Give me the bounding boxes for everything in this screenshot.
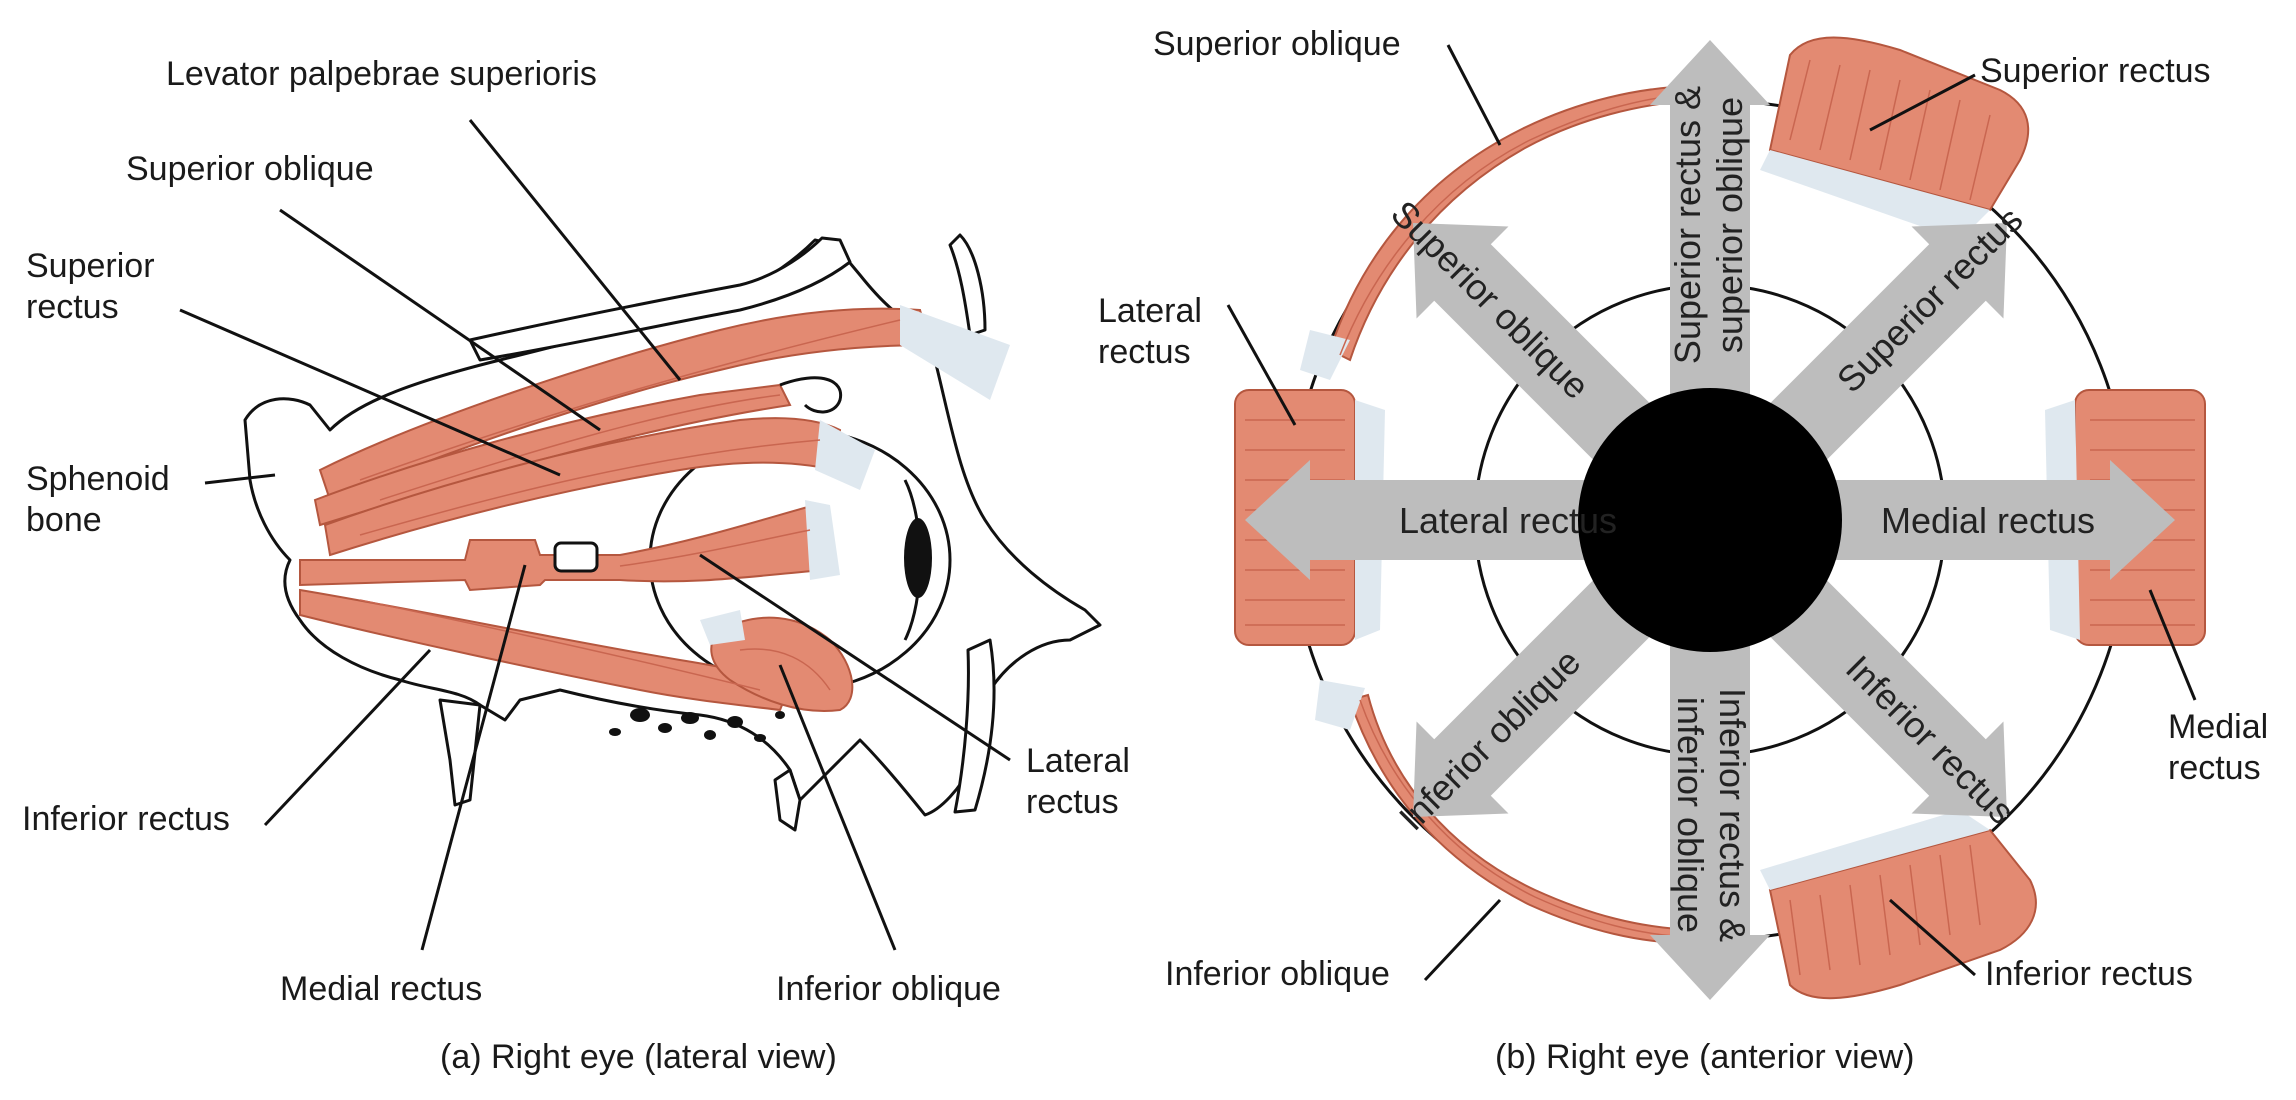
label-inferior-rectus-a: Inferior rectus xyxy=(22,800,230,838)
label-superior-rectus-b: Superior rectus xyxy=(1980,52,2211,90)
leader-superior-rectus-a xyxy=(179,308,561,477)
leader-medial-rectus-b xyxy=(2148,589,2197,701)
label-inferior-oblique-b: Inferior oblique xyxy=(1165,955,1390,993)
panel-a-leader-lines xyxy=(179,119,1011,951)
caption-panel-a: (a) Right eye (lateral view) xyxy=(440,1038,837,1076)
arrow-text-right: Medial rectus xyxy=(1881,500,2095,541)
label-medial-rectus-b-line1: Medial xyxy=(2168,708,2268,746)
leader-superior-rectus-b xyxy=(1869,73,1976,132)
inferior-oblique-muscle-b xyxy=(1315,680,1697,946)
label-inferior-oblique-a: Inferior oblique xyxy=(776,970,1001,1008)
label-levator-palpebrae: Levator palpebrae superioris xyxy=(166,55,597,93)
leader-superior-oblique-a xyxy=(279,208,601,432)
label-superior-rectus-a-line2: rectus xyxy=(26,288,119,326)
leader-inferior-rectus-b xyxy=(1889,898,1976,977)
arrow-text-up-line2: superior oblique xyxy=(1709,97,1750,353)
label-lateral-rectus-a-line1: Lateral xyxy=(1026,742,1130,780)
label-medial-rectus-a: Medial rectus xyxy=(280,970,482,1008)
label-inferior-rectus-b: Inferior rectus xyxy=(1985,955,2193,993)
label-sphenoid-line1: Sphenoid xyxy=(26,460,170,498)
label-lateral-rectus-b-line2: rectus xyxy=(1098,333,1191,371)
arrow-text-up-left: Superior oblique xyxy=(1383,192,1597,406)
label-superior-oblique-b: Superior oblique xyxy=(1153,25,1401,63)
arrow-text-down-line2: inferior oblique xyxy=(1670,697,1711,933)
arrow-text-down-line1: Inferior rectus & xyxy=(1712,688,1753,942)
label-lateral-rectus-b-line1: Lateral xyxy=(1098,292,1202,330)
leader-superior-oblique-b xyxy=(1446,44,1502,146)
lateral-muscles xyxy=(299,305,1010,712)
panel-b-leader-lines xyxy=(1226,44,2197,982)
leader-inferior-oblique-a xyxy=(778,664,897,951)
arrow-text-left: Lateral rectus xyxy=(1399,500,1617,541)
leader-inferior-oblique-b xyxy=(1423,898,1502,982)
caption-panel-b: (b) Right eye (anterior view) xyxy=(1495,1038,1914,1076)
label-medial-rectus-b-line2: rectus xyxy=(2168,749,2261,787)
panel-a-lateral-view: Levator palpebrae superioris Superior ob… xyxy=(22,55,1130,1076)
leader-lateral-rectus-a xyxy=(699,553,1011,762)
leader-inferior-rectus-a xyxy=(263,648,432,827)
label-superior-oblique-a: Superior oblique xyxy=(126,150,374,188)
panel-b-anterior-view: Lateral rectus Medial rectus Superior re… xyxy=(1098,25,2268,1076)
label-sphenoid-line2: bone xyxy=(26,501,102,539)
leader-sphenoid xyxy=(204,473,276,485)
leader-levator xyxy=(468,119,682,381)
leader-lateral-rectus-b xyxy=(1226,304,1297,426)
leader-medial-rectus-a xyxy=(420,564,527,951)
arrow-text-up-line1: Superior rectus & xyxy=(1667,86,1708,364)
pupil xyxy=(1578,388,1842,652)
label-superior-rectus-a-line1: Superior xyxy=(26,247,155,285)
label-lateral-rectus-a-line2: rectus xyxy=(1026,783,1119,821)
inferior-rectus-muscle-b xyxy=(1760,810,2037,1000)
